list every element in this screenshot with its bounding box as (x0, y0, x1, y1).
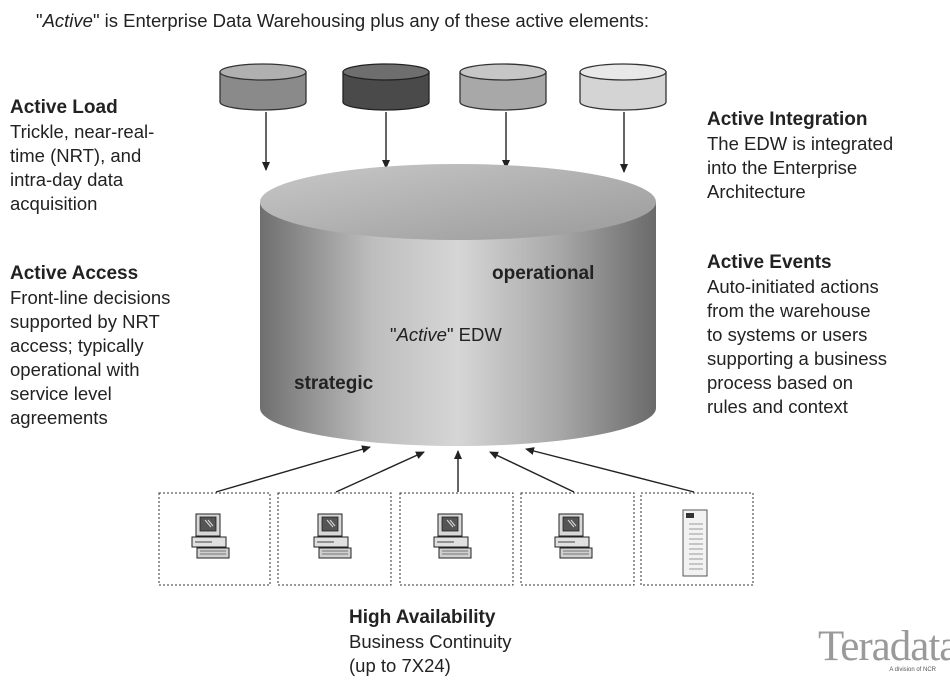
arrow-client-4 (489, 451, 575, 493)
arrow-client-5 (525, 447, 695, 493)
active-access-title: Active Access (10, 263, 139, 284)
active-access-block: Active Access Front-line decisions suppo… (10, 262, 235, 430)
workstation-icon (433, 513, 472, 559)
workstation-icon (191, 513, 230, 559)
source-db-1 (219, 63, 307, 111)
header-sentence: "Active" is Enterprise Data Warehousing … (36, 10, 649, 31)
strategic-label: strategic (294, 373, 374, 394)
active-access-body: Front-line decisions supported by NRT ac… (10, 287, 171, 428)
high-availability-body: Business Continuity (up to 7X24) (349, 631, 512, 676)
logo-tagline: A division of NCR (889, 667, 936, 673)
source-db-3 (459, 63, 547, 111)
client-box-5 (640, 492, 754, 586)
edw-cylinder (260, 164, 656, 446)
high-availability-block: High Availability Business Continuity (u… (349, 606, 609, 678)
active-events-block: Active Events Auto-initiated actions fro… (707, 251, 945, 419)
client-box-1 (158, 492, 271, 586)
client-box-3 (399, 492, 514, 586)
teradata-logo: Teradata A division of NCR (818, 622, 950, 673)
source-db-2 (342, 63, 430, 111)
operational-label: operational (492, 263, 595, 284)
high-availability-title: High Availability (349, 607, 496, 628)
workstation-icon (313, 513, 352, 559)
logo-wordmark: Teradata (818, 623, 950, 670)
active-load-title: Active Load (10, 97, 118, 118)
active-load-block: Active Load Trickle, near-real- time (NR… (10, 96, 230, 216)
server-tower-icon (682, 509, 708, 577)
arrow-client-2 (335, 451, 425, 493)
client-box-2 (277, 492, 392, 586)
active-events-body: Auto-initiated actions from the warehous… (707, 276, 887, 417)
active-events-title: Active Events (707, 252, 832, 273)
arrow-client-1 (215, 445, 371, 493)
active-load-body: Trickle, near-real- time (NRT), and intr… (10, 121, 155, 214)
client-box-4 (520, 492, 635, 586)
workstation-icon (554, 513, 593, 559)
active-integration-title: Active Integration (707, 109, 868, 130)
active-word: Active (42, 10, 93, 31)
source-db-4 (579, 63, 667, 111)
active-integration-body: The EDW is integrated into the Enterpris… (707, 133, 894, 202)
active-integration-block: Active Integration The EDW is integrated… (707, 108, 945, 204)
edw-center-label: "Active" EDW (390, 324, 502, 345)
